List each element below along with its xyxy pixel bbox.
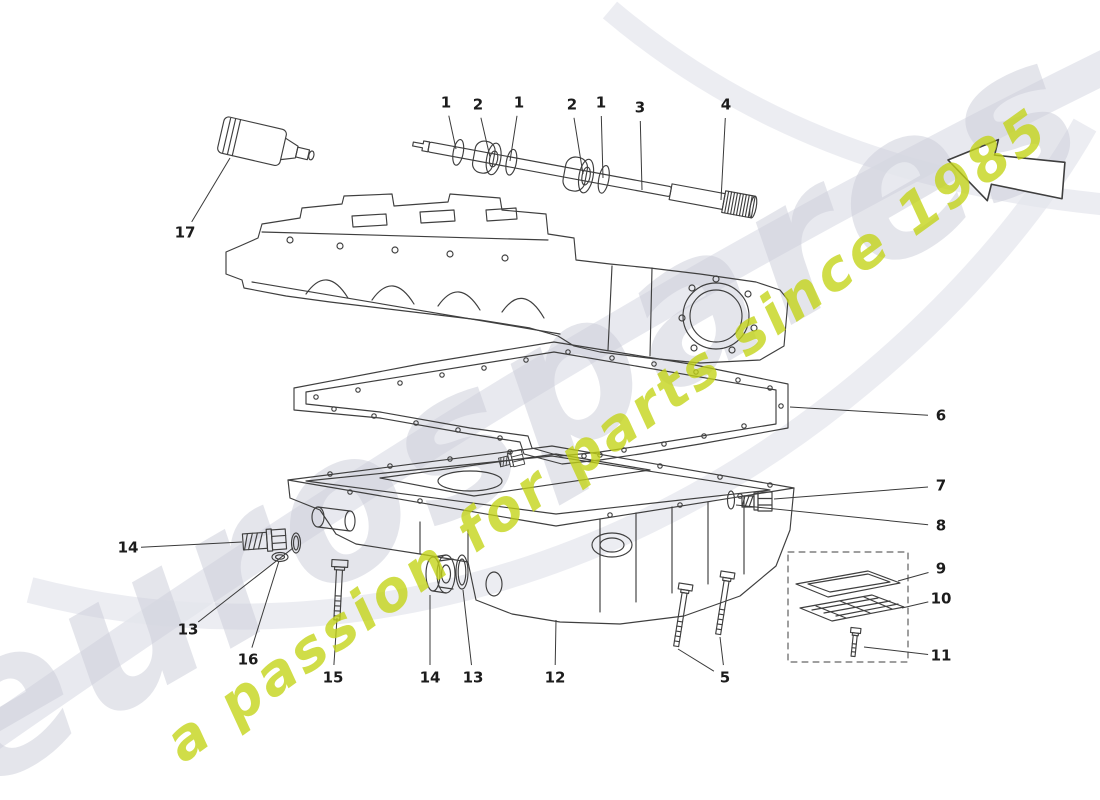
leader-line [639,120,643,191]
direction-arrow-icon [947,138,1066,202]
o-ring-part-8 [726,490,736,510]
sump-flange-holes [327,449,773,518]
cv-joint-part-4 [721,190,758,219]
leader-line [789,406,929,416]
leader-line [509,115,518,162]
sealant-tube-part-17 [217,116,315,167]
oil-sump-part-12 [287,445,795,625]
oil-plug-part-14-left [241,528,288,552]
bolt-part-5-a [673,582,694,648]
leader-line [333,617,338,666]
bolt-part-11 [849,626,862,658]
gasket-bolt-holes [313,349,784,459]
oil-plug-part-14-middle [425,554,456,594]
o-ring-part-13-middle [455,554,469,590]
o-ring-part-13-left [290,532,302,554]
snap-ring-part-1-b [505,148,518,176]
leader-line [140,541,243,548]
bearing-shaft-assembly [412,138,758,219]
leader-line [719,636,724,666]
leader-line [863,646,929,655]
leader-line [197,547,294,623]
bolt-part-5-b [715,570,736,636]
leader-line [448,115,457,150]
snap-ring-part-1-c [597,164,610,194]
leader-lines-layer [140,115,929,672]
leader-line [897,572,929,582]
leader-line [735,504,929,526]
exploded-view-drawing [217,116,1066,663]
leader-line [573,117,584,175]
leader-line [720,117,726,201]
leader-line [677,648,715,672]
crankcase [225,193,789,364]
filter-kit-dashed-box [787,551,909,663]
leader-line [901,601,929,609]
leader-line [480,117,491,158]
seal-washer-part-16 [271,551,289,563]
leader-line [462,589,472,666]
leader-line [773,486,929,500]
leader-line [600,115,604,179]
screen-plate-part-10 [799,594,905,622]
snap-ring-part-1-a [452,138,465,166]
leader-line [191,157,231,223]
leader-line [554,619,557,666]
baffle-plate-part-9 [795,570,901,598]
bearing-part-2-b [562,156,595,194]
leader-line [251,560,280,648]
oil-sump-gasket-part-6 [293,341,789,465]
